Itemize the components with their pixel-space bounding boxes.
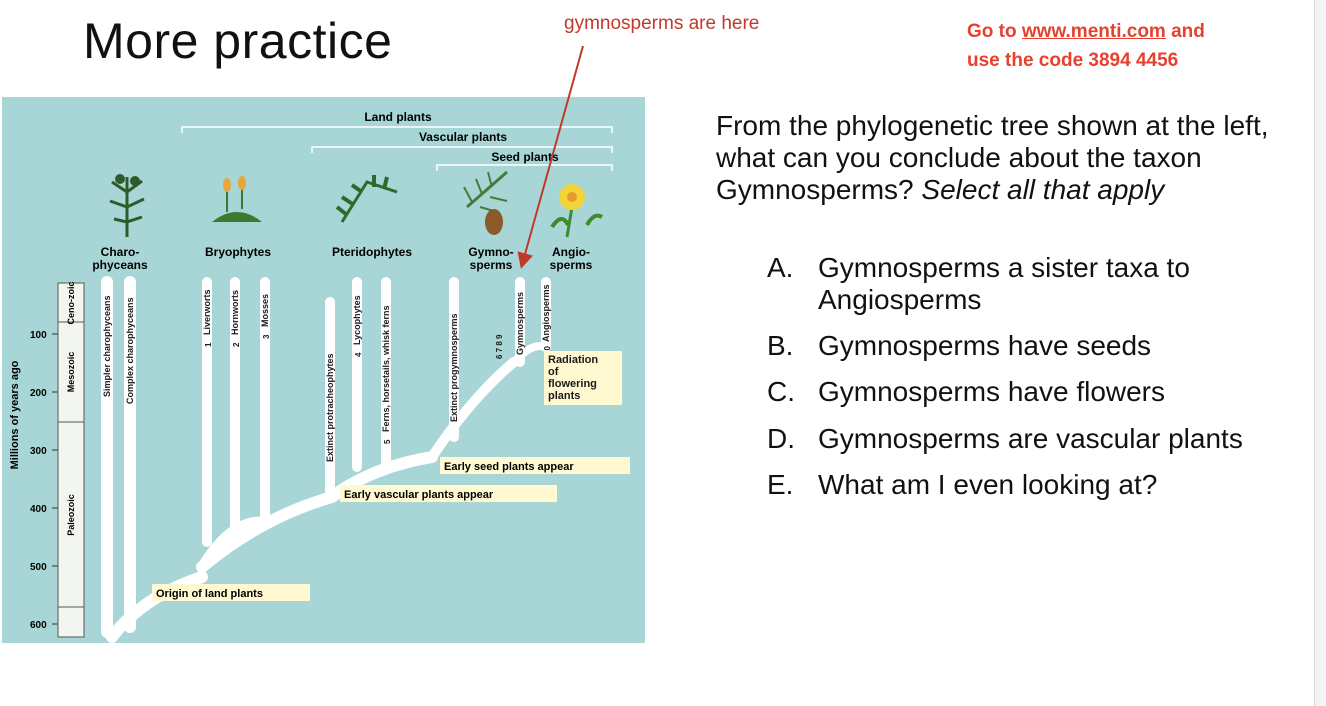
tick-400: 400 <box>30 504 47 515</box>
radiation-line-3: flowering <box>548 378 597 390</box>
label-vascular-plants: Vascular plants <box>419 130 507 144</box>
lineage-angiosperms: Angiosperms <box>541 284 551 342</box>
question-text: From the phylogenetic tree shown at the … <box>716 110 1306 206</box>
bracket-vascular <box>311 146 613 153</box>
radiation-line-4: plants <box>548 390 580 402</box>
marker-lycophytes: 4 <box>354 352 363 357</box>
menti-link[interactable]: www.menti.com <box>1021 21 1166 42</box>
lineage-labels: Simpler charophyceans Complex charophyce… <box>102 284 551 462</box>
group-bryophytes: Bryophytes <box>205 245 271 259</box>
marker-gymnosperms: 6 7 8 9 <box>495 334 504 359</box>
question-main: From the phylogenetic tree shown at the … <box>716 110 1269 205</box>
event-origin-box <box>152 584 310 601</box>
option-c-letter: C. <box>767 376 795 407</box>
menti-prefix: Go to <box>967 21 1022 42</box>
tree-branches <box>101 276 551 643</box>
scrollbar-track[interactable] <box>1314 0 1326 706</box>
option-b-text: Gymnosperms have seeds <box>818 330 1152 361</box>
group-angio-1: Angio- <box>552 245 590 259</box>
event-origin-land: Origin of land plants <box>156 588 263 600</box>
time-axis-ticks: 100 200 300 400 500 600 <box>30 330 58 631</box>
marker-ferns: 5 <box>383 439 392 444</box>
label-land-plants: Land plants <box>364 110 432 124</box>
marker-angiosperms: 10 <box>543 346 552 355</box>
event-radiation: Radiation of flowering plants <box>544 351 622 405</box>
charophycean-illustration <box>109 174 145 237</box>
menti-suffix: and <box>1165 21 1205 42</box>
era-cenozoic: Ceno-zoic <box>66 281 76 324</box>
lineage-extinct-progymnosperms: Extinct progymnosperms <box>449 313 459 422</box>
marker-mosses: 3 <box>262 334 271 339</box>
option-e-letter: E. <box>767 469 794 500</box>
tick-100: 100 <box>30 330 47 341</box>
option-a-text-2: Angiosperms <box>818 284 982 315</box>
lineage-extinct-protracheophytes: Extinct protracheophytes <box>325 353 335 462</box>
bracket-seed <box>436 164 613 171</box>
marker-hornworts: 2 <box>232 342 241 347</box>
gymnosperm-illustration <box>463 170 508 235</box>
phylogenetic-tree-figure: Land plants Vascular plants Seed plants … <box>2 97 645 643</box>
radiation-line-1: Radiation <box>548 354 598 366</box>
option-e-text: What am I even looking at? <box>818 469 1158 500</box>
question-emphasis: Select all that apply <box>921 174 1165 205</box>
menti-instructions: Go to www.menti.com and use the code 389… <box>967 17 1205 75</box>
option-b-letter: B. <box>767 330 794 361</box>
lineage-complex-charophyceans: Complex charophyceans <box>125 297 135 404</box>
lineage-markers: 1 2 3 4 5 6 7 8 9 10 <box>204 334 552 444</box>
angiosperm-illustration <box>550 184 604 238</box>
option-a-letter: A. <box>767 252 794 283</box>
event-early-vascular: Early vascular plants appear <box>344 489 494 501</box>
era-mesozoic: Mesozoic <box>66 352 76 393</box>
lineage-hornworts: Hornworts <box>230 290 240 335</box>
option-c-text: Gymnosperms have flowers <box>818 376 1166 407</box>
group-charo-2: phyceans <box>92 258 148 272</box>
tick-500: 500 <box>30 562 47 573</box>
slide-title: More practice <box>83 13 393 69</box>
group-gymno-1: Gymno- <box>468 245 513 259</box>
menti-code: use the code 3894 4456 <box>967 50 1179 71</box>
group-angio-2: sperms <box>550 258 593 272</box>
era-paleozoic: Paleozoic <box>66 494 76 536</box>
event-vascular-box <box>340 485 557 502</box>
era-column: Ceno-zoic Mesozoic Paleozoic <box>57 281 85 638</box>
tick-200: 200 <box>30 388 47 399</box>
option-d-letter: D. <box>767 423 795 454</box>
tree-svg: Land plants Vascular plants Seed plants … <box>9 110 630 643</box>
label-seed-plants: Seed plants <box>491 150 559 164</box>
group-gymno-2: sperms <box>470 258 513 272</box>
lineage-mosses: Mosses <box>260 294 270 327</box>
radiation-line-2: of <box>548 366 559 378</box>
marker-liverworts: 1 <box>204 342 213 347</box>
event-seed-box <box>440 457 630 474</box>
group-pteridophytes: Pteridophytes <box>332 245 412 259</box>
event-early-seed: Early seed plants appear <box>444 461 574 473</box>
tick-600: 600 <box>30 620 47 631</box>
lineage-gymnosperms: Gymnosperms <box>515 292 525 355</box>
group-charo-1: Charo- <box>101 245 140 259</box>
bryophyte-illustration <box>212 176 262 222</box>
option-d-text: Gymnosperms are vascular plants <box>818 423 1243 454</box>
annotation-text: gymnosperms are here <box>564 13 760 34</box>
lineage-simpler-charophyceans: Simpler charophyceans <box>102 295 112 397</box>
option-a-text-1: Gymnosperms a sister taxa to <box>818 252 1190 283</box>
bracket-land <box>181 126 613 133</box>
lineage-lycophytes: Lycophytes <box>352 295 362 345</box>
tick-300: 300 <box>30 446 47 457</box>
lineage-liverworts: Liverworts <box>202 289 212 335</box>
lineage-ferns: Ferns, horsetails, whisk ferns <box>381 305 391 432</box>
axis-label: Millions of years ago <box>9 360 21 469</box>
pteridophyte-illustration <box>335 175 398 223</box>
